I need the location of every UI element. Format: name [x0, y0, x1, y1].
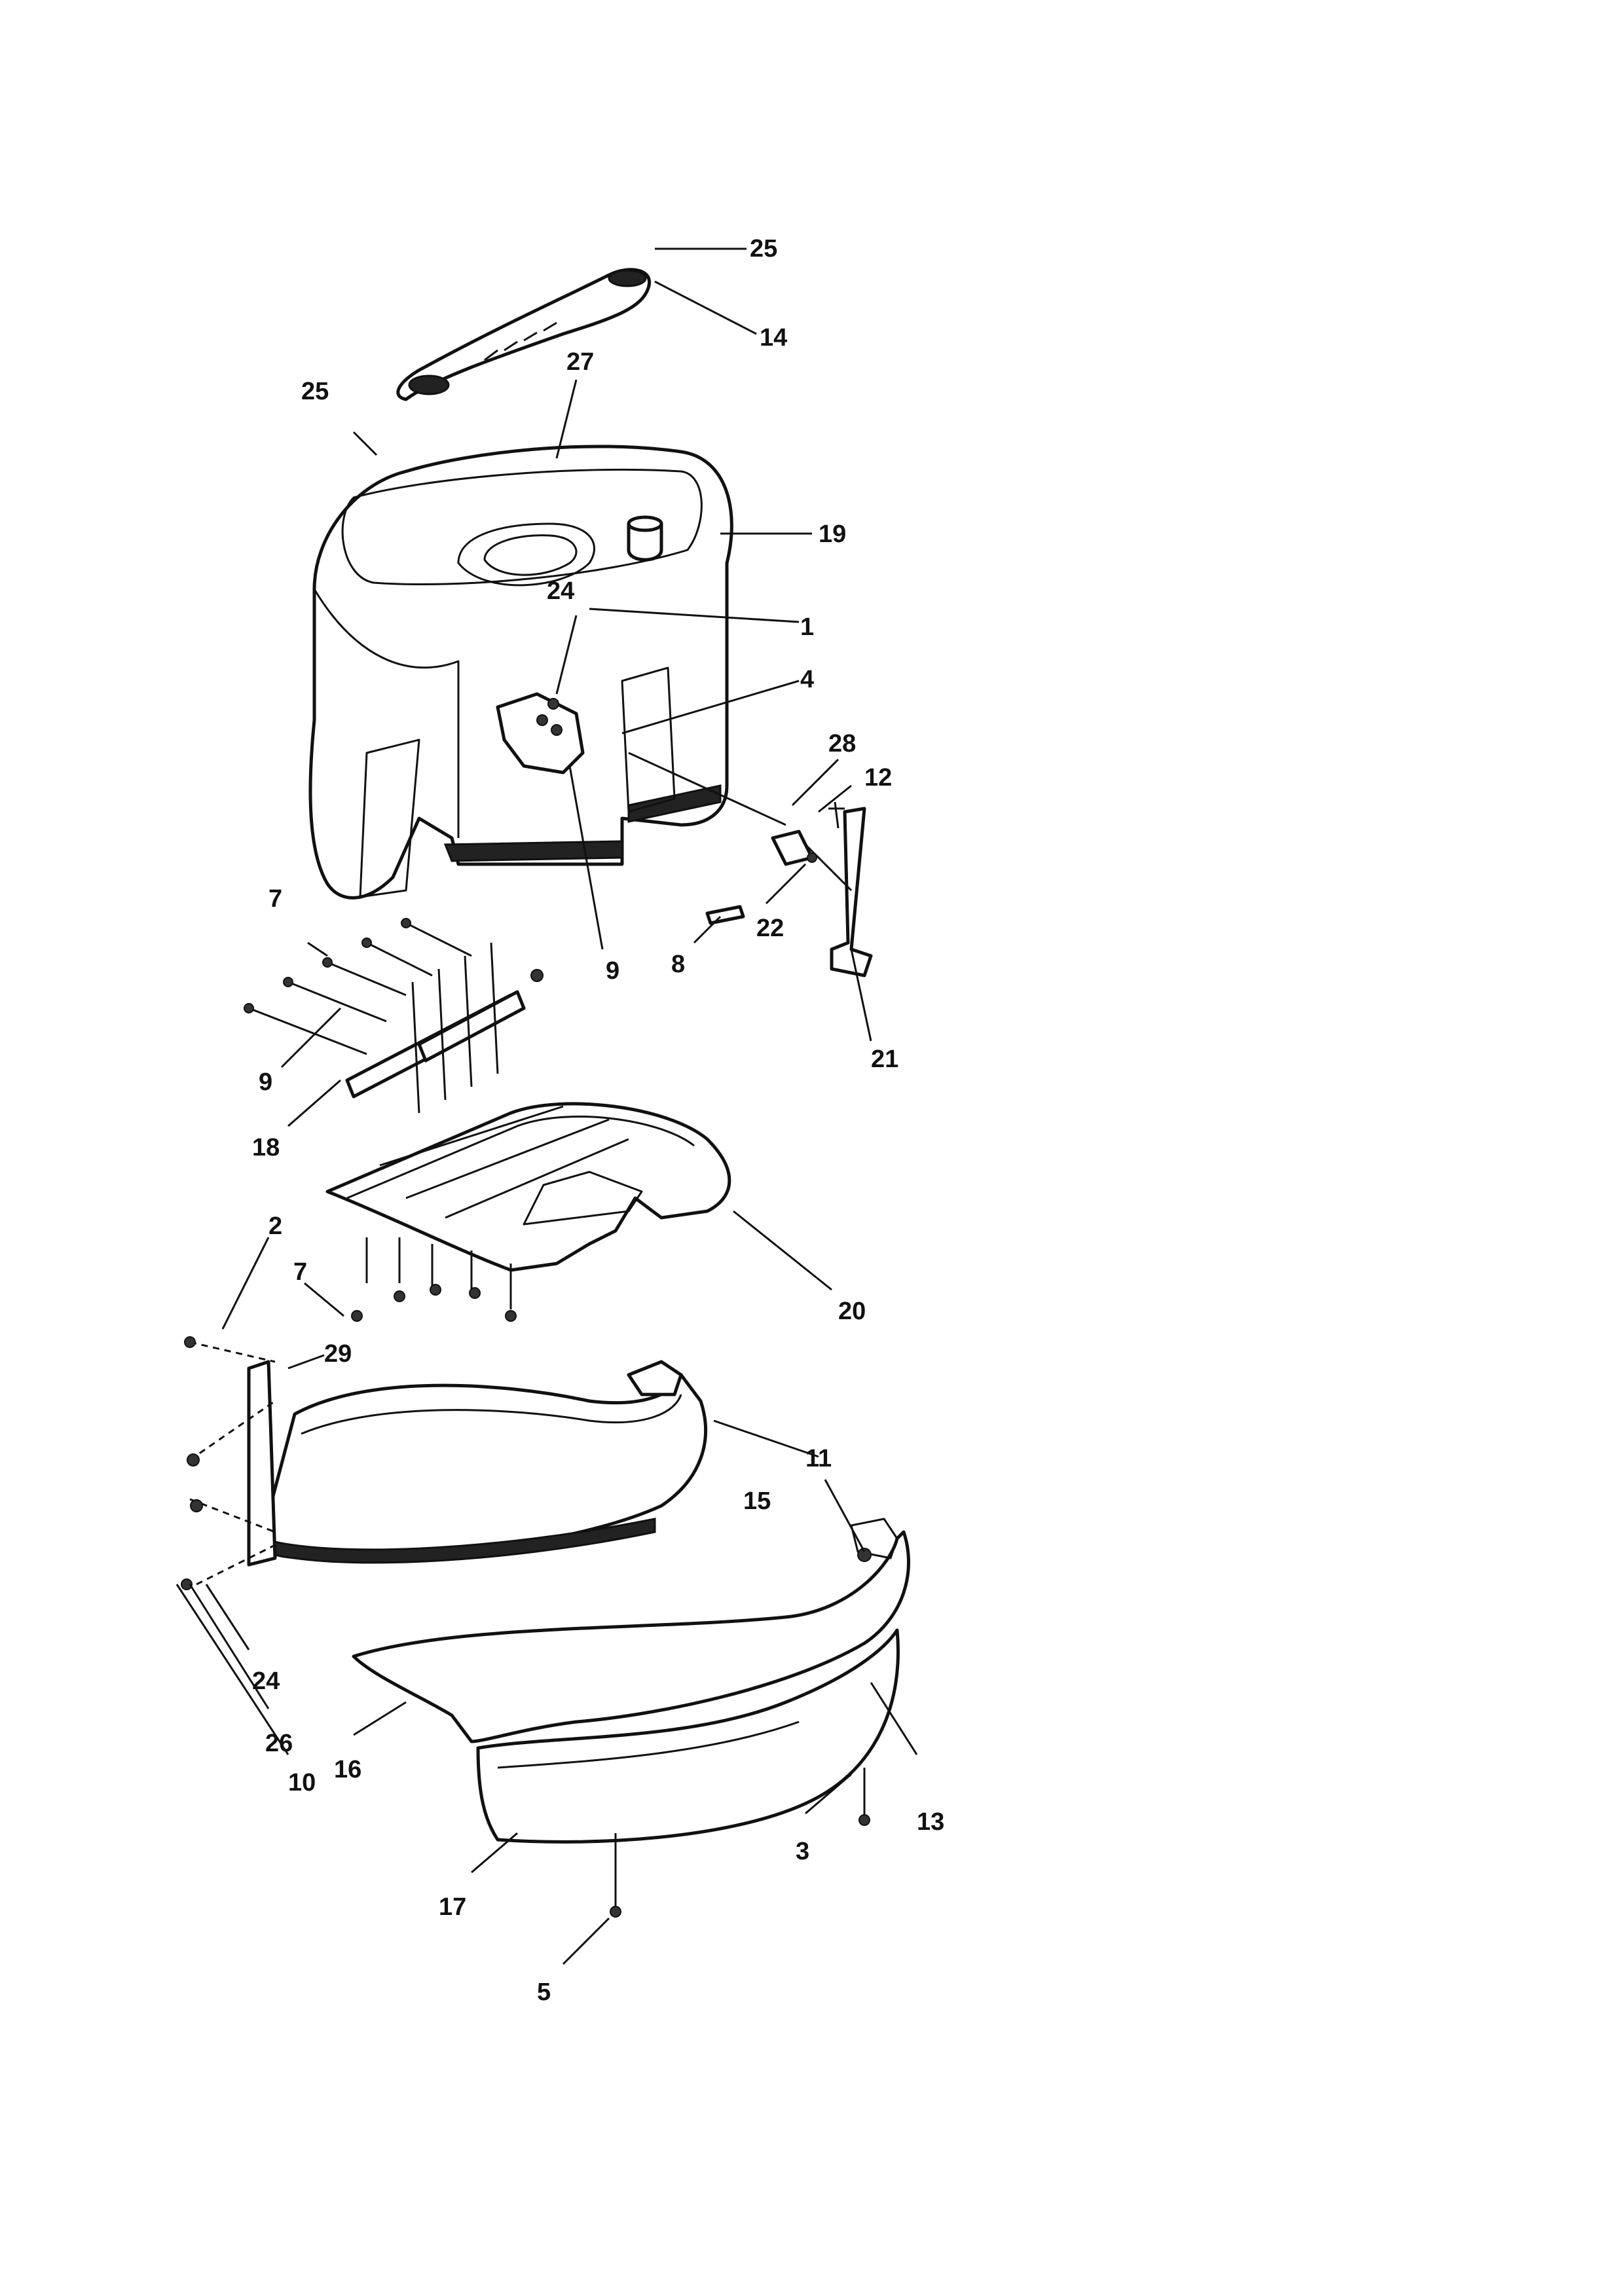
label-26: 26: [265, 1730, 293, 1757]
label-5: 5: [537, 1978, 551, 2006]
label-8: 8: [671, 951, 685, 978]
label-11: 11: [805, 1445, 832, 1472]
label-24-upper: 24: [547, 577, 574, 605]
upper-housing-part: [308, 445, 733, 900]
label-3: 3: [796, 1838, 809, 1865]
label-27: 27: [566, 348, 594, 376]
label-28: 28: [828, 730, 856, 757]
label-7-lower: 7: [293, 1258, 307, 1286]
bracket-part: [244, 918, 544, 1114]
handle-part: [396, 268, 652, 401]
label-24-lower: 24: [252, 1667, 280, 1695]
label-15: 15: [743, 1487, 771, 1515]
label-10: 10: [288, 1769, 316, 1796]
pedal-assembly-part: [628, 752, 873, 977]
label-17: 17: [439, 1893, 466, 1921]
label-18: 18: [252, 1134, 280, 1161]
label-12: 12: [864, 764, 892, 792]
label-9-lower: 9: [259, 1068, 272, 1096]
label-20: 20: [838, 1298, 866, 1325]
front-cover-part: [260, 1360, 707, 1564]
label-4: 4: [800, 666, 814, 693]
tray-part: [325, 1102, 731, 1322]
label-9-upper: 9: [606, 957, 619, 985]
part-labels: 25 14 27 25 19 24 1 4 28 12 7 9 8 22 21 …: [252, 235, 944, 2006]
label-2: 2: [268, 1212, 282, 1240]
label-25-left: 25: [301, 378, 329, 405]
lower-deck-part: [352, 1518, 910, 1743]
label-21: 21: [871, 1046, 898, 1073]
label-7-upper: 7: [268, 885, 282, 913]
label-16: 16: [334, 1756, 361, 1783]
label-14: 14: [760, 324, 787, 352]
side-plate-part: [181, 1336, 277, 1590]
label-19: 19: [819, 520, 846, 548]
label-1: 1: [800, 613, 814, 641]
label-22: 22: [756, 915, 784, 942]
label-25-top: 25: [750, 235, 777, 263]
label-29: 29: [324, 1340, 352, 1368]
label-13: 13: [917, 1808, 944, 1836]
leader-lines: [175, 247, 918, 1965]
